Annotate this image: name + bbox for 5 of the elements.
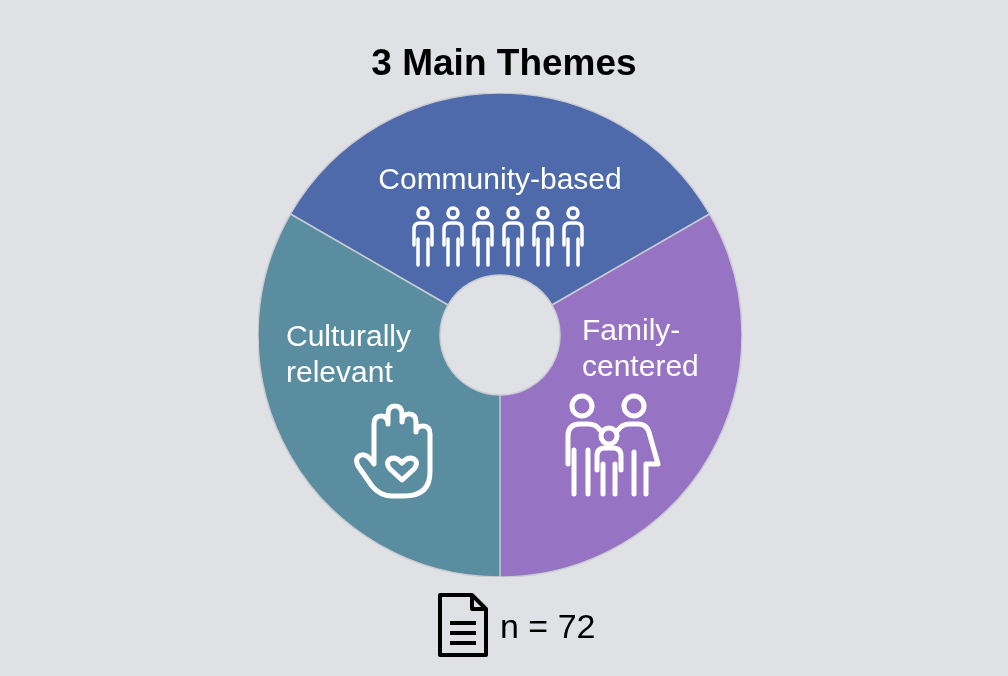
sample-size-label: n = 72 [500, 607, 596, 646]
theme-label: Culturally relevant [286, 318, 413, 390]
theme-label: Family-centered [582, 312, 700, 384]
theme-label: Community-based [377, 161, 623, 197]
title: 3 Main Themes [370, 42, 638, 84]
